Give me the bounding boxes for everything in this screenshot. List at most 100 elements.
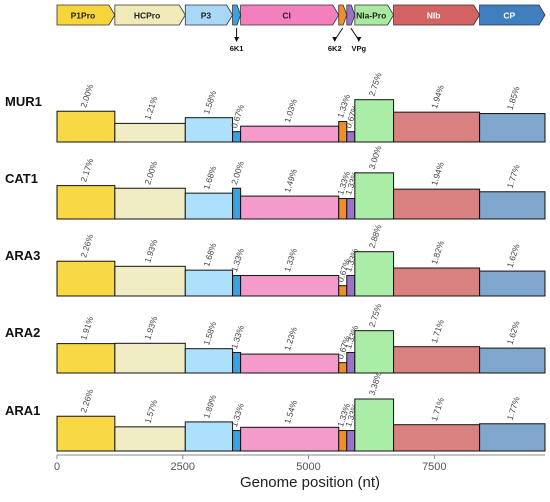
x-tick-label-5000: 5000 bbox=[296, 461, 320, 473]
bar-label-cat1-nib: 1.94% bbox=[429, 160, 446, 186]
bar-label-ara3-p1pro: 2.26% bbox=[78, 232, 95, 258]
bar-label-ara3-ci: 1.33% bbox=[282, 247, 299, 273]
map-protein-p1pro bbox=[56, 4, 116, 26]
bar-ara1-6k2 bbox=[338, 430, 348, 452]
bar-ara2-nia-pro bbox=[354, 330, 395, 374]
bar-ara2-cp bbox=[479, 347, 546, 374]
bar-ara2-6k1 bbox=[232, 352, 242, 374]
bar-ara1-p1pro bbox=[56, 415, 116, 452]
bar-cat1-6k2 bbox=[338, 198, 348, 220]
bar-ara3-6k2 bbox=[338, 285, 348, 297]
map-protein-hcpro bbox=[114, 4, 186, 26]
bar-label-ara2-hcpro: 1.93% bbox=[142, 314, 159, 340]
bar-ara2-6k2 bbox=[338, 362, 348, 374]
bar-label-ara3-p3: 1.68% bbox=[201, 241, 218, 267]
bar-label-ara1-p3: 1.89% bbox=[201, 393, 218, 419]
bar-label-ara2-cp: 1.62% bbox=[505, 319, 522, 345]
bar-mur1-vpg bbox=[346, 131, 356, 143]
bar-ara2-nib bbox=[393, 346, 481, 374]
bar-ara1-hcpro bbox=[114, 426, 186, 452]
bar-cat1-nib bbox=[393, 188, 481, 220]
bar-ara1-6k1 bbox=[232, 430, 242, 452]
bar-label-ara2-nib: 1.71% bbox=[429, 318, 446, 344]
bar-ara3-hcpro bbox=[114, 265, 186, 297]
bar-ara1-nib bbox=[393, 424, 481, 452]
bar-mur1-p3 bbox=[184, 117, 234, 143]
bar-ara3-p1pro bbox=[56, 260, 116, 297]
bar-ara1-nia-pro bbox=[354, 398, 395, 452]
map-label-p1pro: P1Pro bbox=[71, 11, 96, 21]
bar-label-ara3-nib: 1.82% bbox=[429, 239, 446, 265]
bar-label-mur1-6k1: 0.67% bbox=[229, 103, 246, 129]
bar-ara3-nib bbox=[393, 267, 481, 297]
row-label-ara1: ARA1 bbox=[5, 403, 40, 418]
map-protein-6k1 bbox=[232, 4, 242, 26]
bar-label-mur1-ci: 1.03% bbox=[282, 97, 299, 123]
bar-label-ara2-p1pro: 1.91% bbox=[78, 315, 95, 341]
row-label-cat1: CAT1 bbox=[5, 171, 38, 186]
bar-label-ara3-cp: 1.62% bbox=[505, 242, 522, 268]
map-protein-p3 bbox=[184, 4, 234, 26]
row-label-mur1: MUR1 bbox=[5, 94, 42, 109]
bar-cat1-ci bbox=[240, 195, 340, 220]
callout-arrow-vpg bbox=[356, 37, 362, 42]
bar-label-ara1-hcpro: 1.57% bbox=[142, 398, 159, 424]
bar-mur1-nia-pro bbox=[354, 99, 395, 143]
bar-ara2-ci bbox=[240, 353, 340, 374]
bar-ara2-p1pro bbox=[56, 343, 116, 374]
bar-ara3-6k1 bbox=[232, 275, 242, 297]
map-label-nia-pro: NIa-Pro bbox=[356, 11, 386, 21]
bar-label-mur1-p3: 1.58% bbox=[201, 89, 218, 115]
bar-ara2-hcpro bbox=[114, 342, 186, 374]
map-label-nib: NIb bbox=[427, 11, 441, 21]
bar-ara1-p3 bbox=[184, 421, 234, 452]
bar-label-cat1-hcpro: 2.00% bbox=[142, 159, 159, 185]
row-label-ara3: ARA3 bbox=[5, 248, 40, 263]
bar-ara2-p3 bbox=[184, 348, 234, 374]
bar-label-cat1-cp: 1.77% bbox=[505, 163, 522, 189]
map-protein-cp bbox=[479, 4, 546, 26]
bar-cat1-6k1 bbox=[232, 187, 242, 220]
bar-mur1-6k1 bbox=[232, 131, 242, 143]
bar-cat1-cp bbox=[479, 191, 546, 220]
bar-label-ara1-nia-pro: 3.38% bbox=[367, 370, 384, 396]
bar-ara1-ci bbox=[240, 426, 340, 452]
map-protein-nib bbox=[393, 4, 481, 26]
bar-label-ara2-ci: 1.23% bbox=[282, 325, 299, 351]
bar-ara1-cp bbox=[479, 423, 546, 452]
bar-label-mur1-cp: 1.85% bbox=[505, 85, 522, 111]
bar-cat1-p1pro bbox=[56, 185, 116, 220]
bar-label-cat1-p3: 1.68% bbox=[201, 164, 218, 190]
bar-label-ara3-nia-pro: 2.88% bbox=[367, 223, 384, 249]
bar-label-ara2-nia-pro: 2.75% bbox=[367, 302, 384, 328]
bar-mur1-cp bbox=[479, 113, 546, 143]
bar-cat1-p3 bbox=[184, 192, 234, 220]
bar-label-ara3-6k1: 1.33% bbox=[229, 247, 246, 273]
map-label-cp: CP bbox=[503, 11, 515, 21]
bar-mur1-p1pro bbox=[56, 110, 116, 143]
bar-ara3-ci bbox=[240, 275, 340, 297]
bar-label-cat1-nia-pro: 3.00% bbox=[367, 144, 384, 170]
callout-arrow-6k1 bbox=[234, 37, 240, 42]
bar-label-mur1-p1pro: 2.00% bbox=[78, 82, 95, 108]
bar-label-cat1-6k1: 2.00% bbox=[229, 159, 246, 185]
map-protein-nia-pro bbox=[354, 4, 395, 26]
map-label-p3: P3 bbox=[201, 11, 212, 21]
bar-label-mur1-hcpro: 1.21% bbox=[142, 95, 159, 121]
callout-label-6k1: 6K1 bbox=[230, 44, 244, 53]
bar-ara3-cp bbox=[479, 270, 546, 297]
x-axis-label: Genome position (nt) bbox=[240, 474, 380, 491]
bar-ara3-nia-pro bbox=[354, 251, 395, 297]
bar-label-cat1-p1pro: 2.17% bbox=[78, 157, 95, 183]
bar-mur1-hcpro bbox=[114, 122, 186, 143]
bar-ara3-p3 bbox=[184, 269, 234, 297]
callout-label-6k2: 6K2 bbox=[328, 44, 342, 53]
